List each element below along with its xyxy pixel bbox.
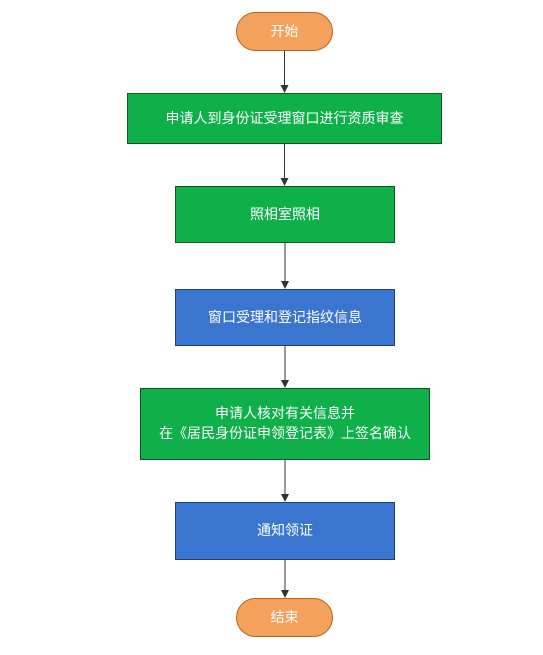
- step-fingerprint-registration: 窗口受理和登记指纹信息: [175, 289, 395, 346]
- start-node-label: 开始: [270, 23, 299, 40]
- step-qualification-review-label: 申请人到身份证受理窗口进行资质审查: [165, 110, 404, 127]
- end-node: 结束: [236, 598, 333, 637]
- step-fingerprint-registration-label: 窗口受理和登记指纹信息: [208, 309, 362, 326]
- end-node-label: 结束: [270, 609, 299, 626]
- start-node: 开始: [236, 12, 333, 51]
- step-photo-room: 照相室照相: [175, 186, 395, 243]
- step-verify-and-sign: 申请人核对有关信息并 在《居民身份证申领登记表》上签名确认: [140, 388, 430, 460]
- step-photo-room-label: 照相室照相: [250, 206, 320, 223]
- step-notify-pickup-label: 通知领证: [257, 523, 313, 539]
- step-notify-pickup: 通知领证: [175, 502, 395, 560]
- step-verify-and-sign-label: 申请人核对有关信息并 在《居民身份证申领登记表》上签名确认: [159, 406, 411, 442]
- step-qualification-review: 申请人到身份证受理窗口进行资质审查: [127, 93, 442, 144]
